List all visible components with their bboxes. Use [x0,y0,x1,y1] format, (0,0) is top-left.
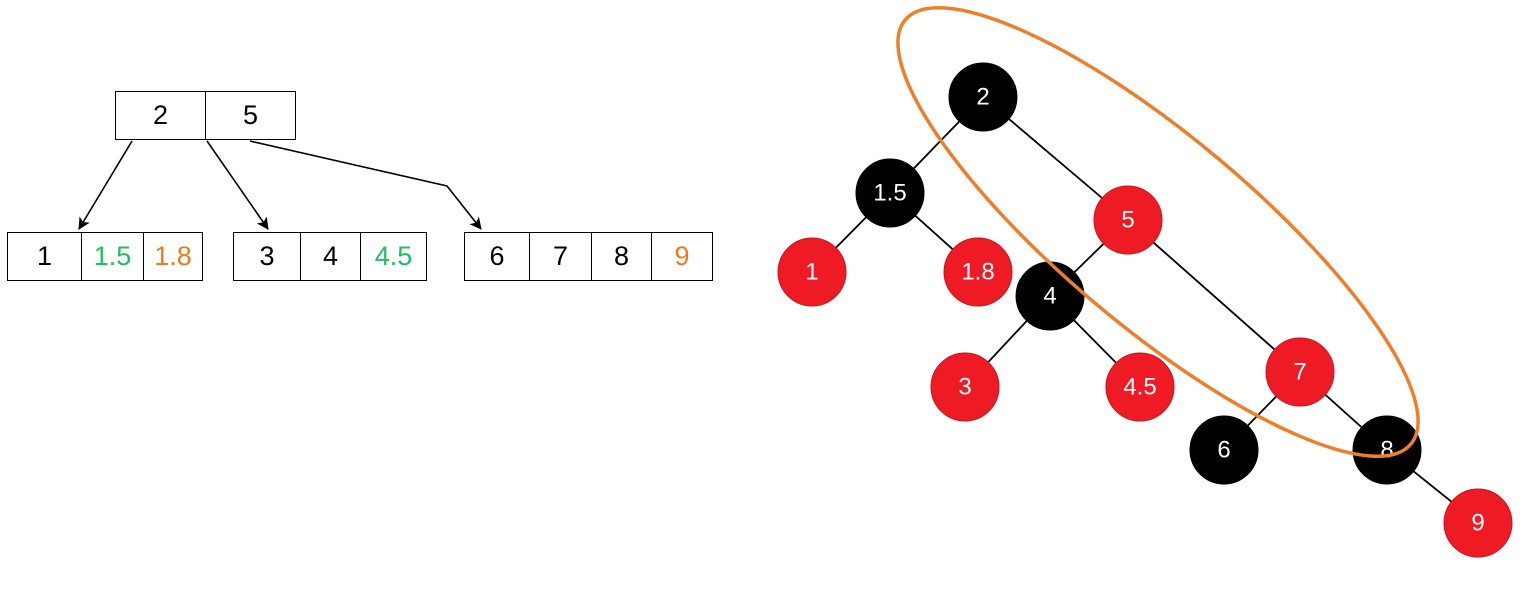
btree-pointers [78,140,482,230]
btree-leaf-key: 4 [300,232,361,281]
rbtree-node-circle [1189,415,1259,485]
rbtree-node-circle [930,352,1000,422]
rbtree-node-red: 3 [930,352,1000,422]
btree-leaf-key: 1.5 [81,232,144,281]
btree-pointer-arrow [249,140,482,230]
rbtree-edge [1127,219,1301,373]
rbtree-node-black: 6 [1189,415,1259,485]
btree-root-key: 2 [115,91,206,140]
rbtree-node-circle [1352,415,1422,485]
rbtree-node-circle [1265,337,1335,407]
rbtree-node-red: 4.5 [1105,352,1175,422]
btree-leaf-key: 9 [651,232,713,281]
rbtree-node-circle [1105,352,1175,422]
btree-pointer-arrow [206,140,269,230]
rbtree-node-label: 2 [976,84,989,111]
rbtree-node-circle [1093,185,1163,255]
rbtree-nodes: 2 1.5 5 1 1.8 4 3 4.5 7 6 8 9 [777,62,1513,558]
rbtree-node-label: 9 [1471,510,1484,537]
rbtree-node-label: 1.8 [961,259,994,286]
btree-leaf-key: 8 [591,232,652,281]
rbtree-node-red: 1 [777,237,847,307]
rbtree-node-circle [1443,488,1513,558]
rbtree-node-circle [777,237,847,307]
btree-root-key: 5 [205,91,296,140]
highlight-ellipse [896,5,1420,459]
rbtree-node-red: 5 [1093,185,1163,255]
rbtree-node-red: 1.8 [943,237,1013,307]
btree-leaf-key: 1 [7,232,82,281]
rbtree-node-red: 7 [1265,337,1335,407]
btree-leaf-key: 3 [233,232,301,281]
rbtree-node-circle [943,237,1013,307]
rbtree-node-label: 1.5 [873,180,906,207]
rbtree-node-black: 8 [1352,415,1422,485]
rbtree-node-label: 6 [1217,437,1230,464]
rbtree-node-black: 1.5 [855,158,925,228]
rbtree-node-circle [855,158,925,228]
btree-pointer-arrow [78,140,133,230]
rbtree-node-black: 4 [1015,261,1085,331]
btree-leaf-key: 4.5 [360,232,427,281]
rbtree-node-label: 4 [1043,283,1056,310]
rbtree-node-red: 9 [1443,488,1513,558]
rbtree-node-circle [948,62,1018,132]
btree-leaf-key: 7 [529,232,592,281]
rbtree-node-label: 3 [958,374,971,401]
rbtree-node-label: 8 [1380,437,1393,464]
rbtree-node-black: 2 [948,62,1018,132]
rbtree-node-label: 1 [805,259,818,286]
btree-leaf-key: 6 [464,232,530,281]
rbtree-node-label: 4.5 [1123,374,1156,401]
rbtree-node-label: 5 [1121,207,1134,234]
rbtree-node-label: 7 [1293,359,1306,386]
btree-leaf-key: 1.8 [143,232,203,281]
